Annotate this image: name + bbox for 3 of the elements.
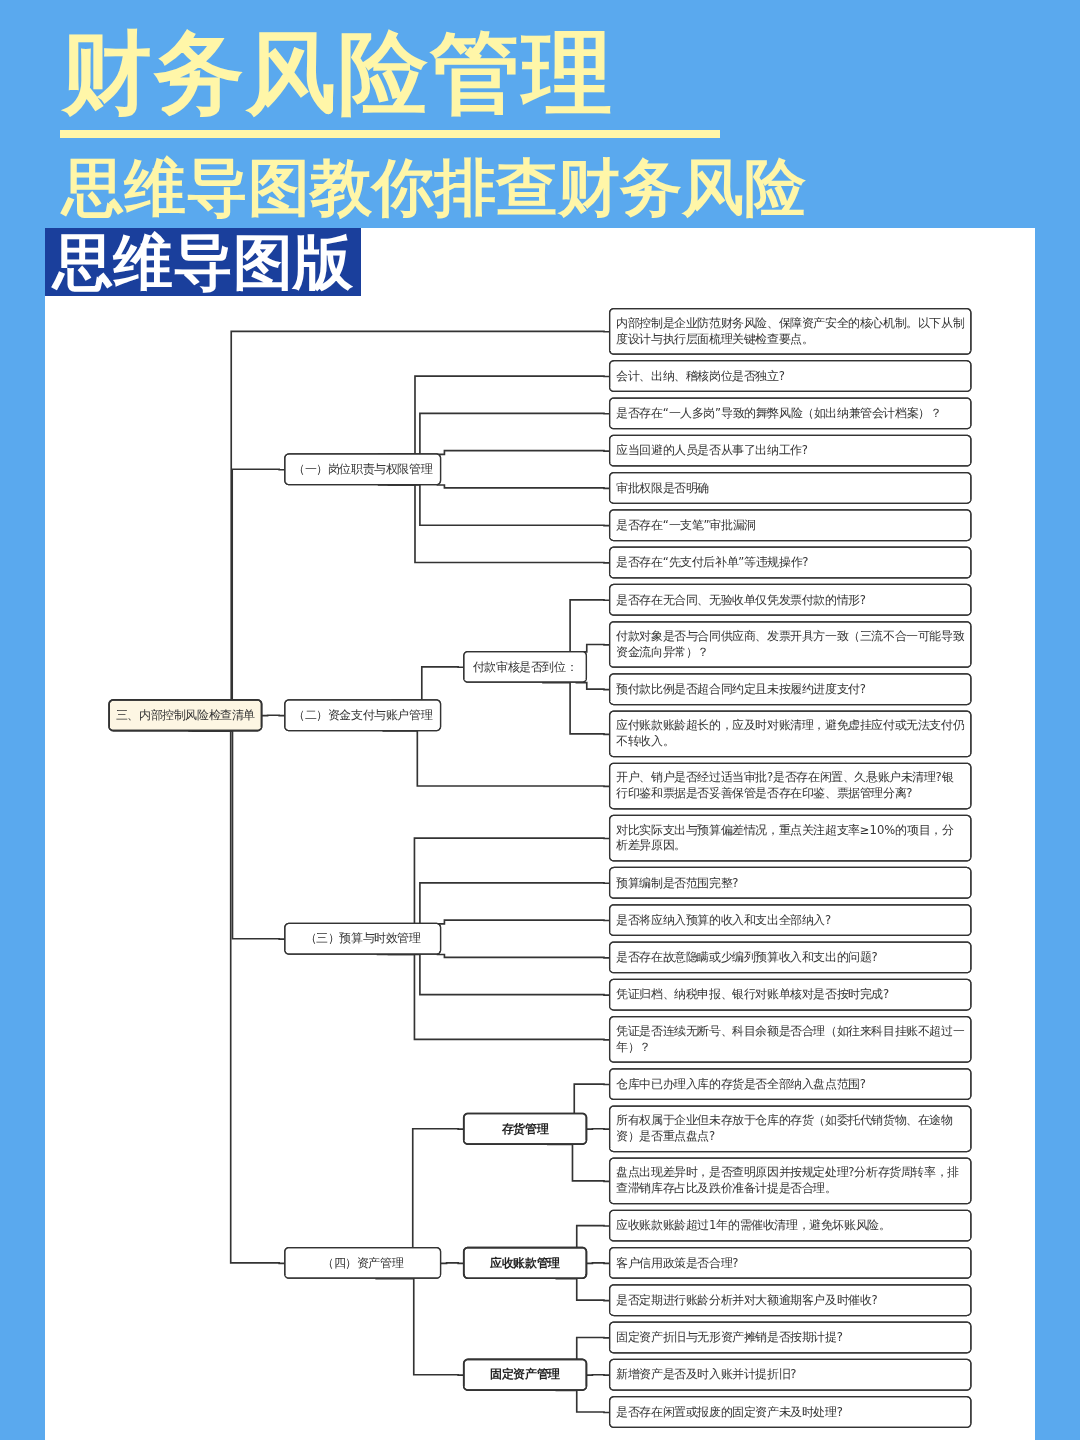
subtitle: 思维导图教你排查财务风险: [62, 150, 806, 226]
title: 财务风险管理: [62, 19, 614, 127]
version-label: 思维导图版: [45, 228, 361, 296]
